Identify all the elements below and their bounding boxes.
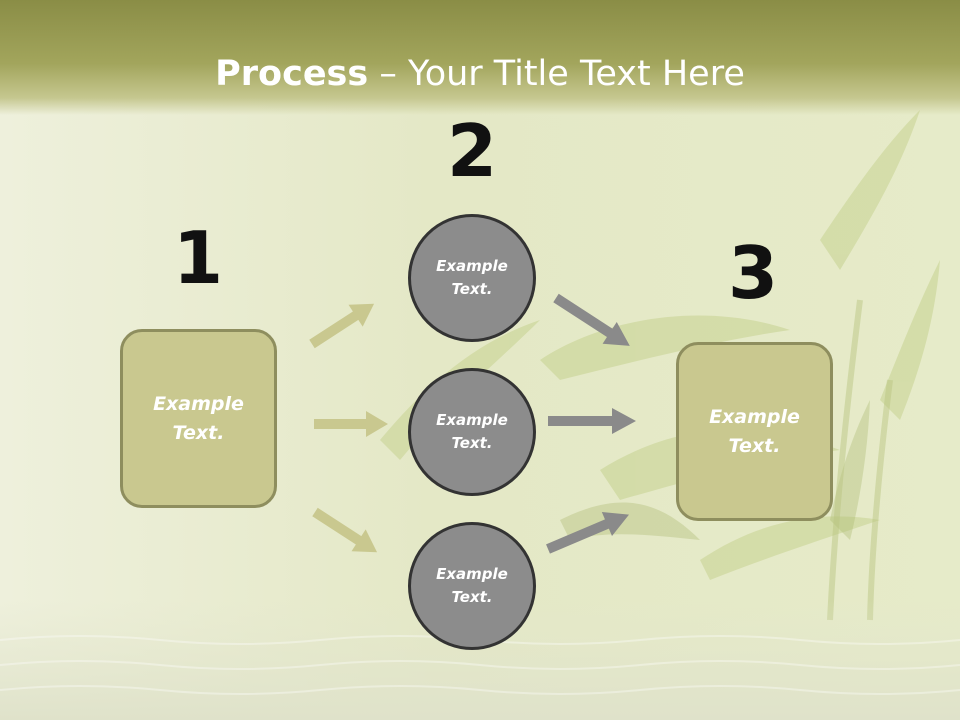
- arrow-box-to-circle-3: [312, 507, 378, 553]
- arrow-circle-2-to-box: [548, 408, 636, 434]
- title-bold-part: Process: [215, 54, 369, 94]
- slide-title: Process – Your Title Text Here: [0, 52, 960, 96]
- circle-1-text: Example Text.: [436, 257, 508, 298]
- arrow-circle-3-to-box: [546, 512, 630, 554]
- step-2-circle-2: Example Text.: [408, 368, 536, 496]
- step-3-text: Example Text.: [709, 405, 800, 457]
- step-3-box: Example Text.: [676, 342, 833, 521]
- arrow-box-to-circle-1: [309, 303, 375, 349]
- title-rest-part: – Your Title Text Here: [368, 54, 745, 94]
- step-2-circle-3: Example Text.: [408, 522, 536, 650]
- title-bar: [0, 0, 960, 115]
- step-number-1: 1: [172, 216, 224, 300]
- circle-2-text: Example Text.: [436, 411, 508, 452]
- step-1-text: Example Text.: [153, 392, 244, 444]
- step-1-box: Example Text.: [120, 329, 277, 508]
- step-number-3: 3: [727, 231, 779, 315]
- arrow-circle-1-to-box: [553, 293, 630, 346]
- step-number-2: 2: [446, 109, 498, 193]
- circle-3-text: Example Text.: [436, 565, 508, 606]
- arrow-box-to-circle-2: [314, 411, 388, 437]
- step-2-circle-1: Example Text.: [408, 214, 536, 342]
